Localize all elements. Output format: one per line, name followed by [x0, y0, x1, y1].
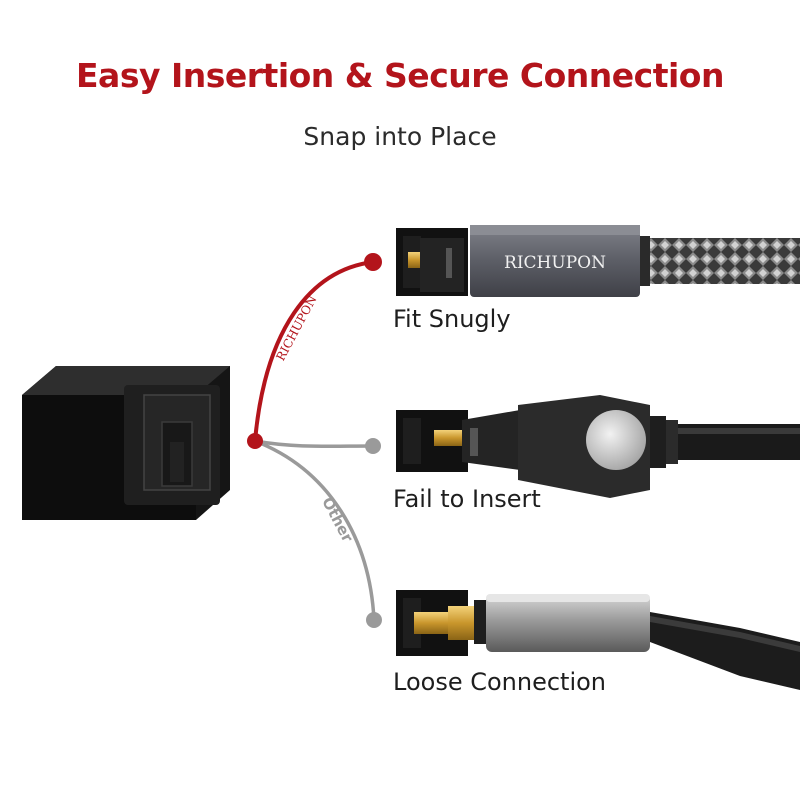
page-title: Easy Insertion & Secure Connection — [76, 56, 724, 95]
cable-brand-label: RICHUPON — [504, 253, 606, 273]
rotation-disc — [586, 410, 646, 470]
page-subtitle: Snap into Place — [303, 122, 497, 151]
fail-branch-line — [254, 439, 373, 449]
good-end-dot — [364, 253, 382, 271]
good-branch-line — [253, 260, 374, 442]
fail-end-dot — [365, 438, 381, 454]
origin-dot — [247, 433, 263, 449]
loose-plug-icon — [396, 590, 800, 690]
loose-end-dot — [366, 612, 382, 628]
loose-branch-line — [254, 439, 376, 621]
right-angle-plug-icon — [396, 395, 800, 498]
case-label-fit-snugly: Fit Snugly — [393, 305, 511, 333]
case-label-loose-connection: Loose Connection — [393, 668, 607, 696]
optical-port-icon — [22, 366, 230, 520]
case-label-fail-to-insert: Fail to Insert — [393, 485, 541, 513]
richupon-branch-tag: RICHUPON — [273, 293, 319, 363]
braided-toslink-plug-icon: RICHUPON — [396, 225, 800, 297]
other-branch-tag: Other — [318, 494, 357, 546]
